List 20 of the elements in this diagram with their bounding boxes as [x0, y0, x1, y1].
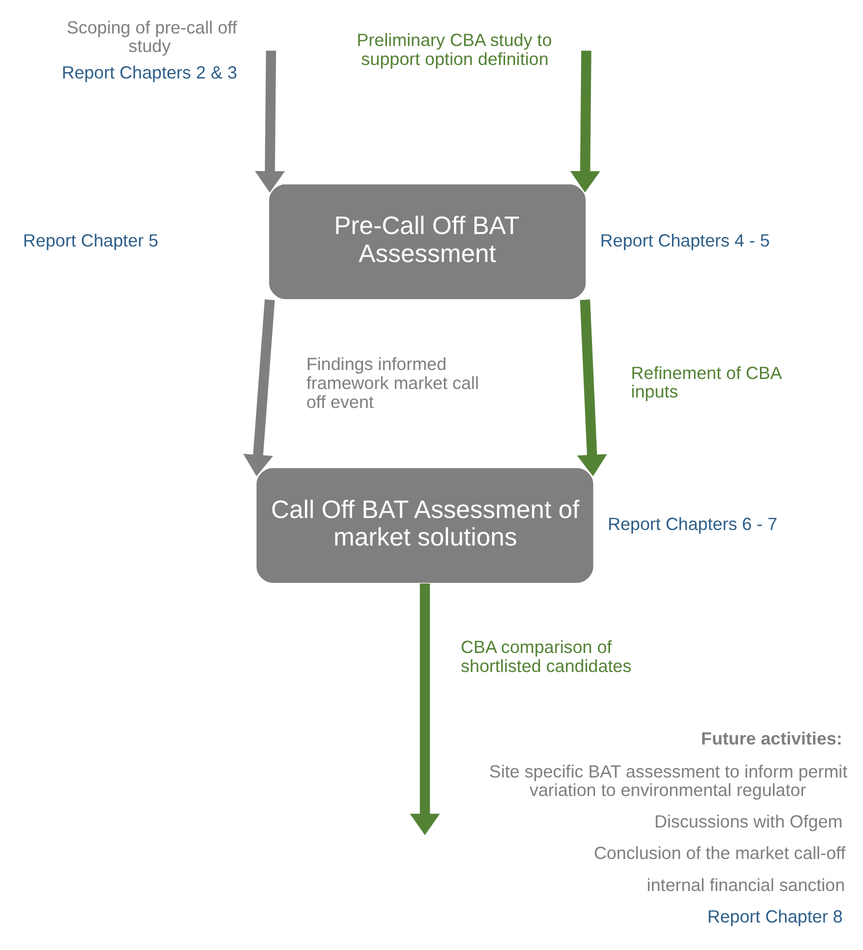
arrow	[254, 50, 285, 192]
label: Discussions with Ofgem	[654, 812, 843, 832]
node-text: Scoping of pre-call off study	[66, 17, 238, 56]
label: Conclusion of the market call-off	[594, 843, 846, 864]
label: Site specific BAT assessment to inform permit variation to environmental regulator	[489, 761, 848, 800]
edge-label: Findings informed framework market call off event	[306, 354, 479, 412]
edge-label: CBA comparison of shortlisted candidates	[460, 637, 632, 676]
label: internal financial sanction	[646, 874, 845, 895]
edge-label: Refinement of CBA inputs	[631, 362, 782, 402]
arrow	[577, 300, 608, 476]
node-label: Report Chapters 4 - 5	[600, 230, 770, 250]
label: Report Chapter 8	[707, 906, 843, 926]
arrow	[410, 583, 440, 836]
label: Future activities:	[701, 728, 842, 748]
arrow	[243, 299, 275, 476]
node-label: Report Chapters 6 - 7	[608, 514, 778, 534]
arrow	[570, 50, 600, 192]
node-text: Preliminary CBA study to support option definition	[356, 30, 552, 69]
label: Report Chapter 5	[23, 230, 158, 250]
node-label: Report Chapters 2 & 3	[62, 62, 238, 83]
